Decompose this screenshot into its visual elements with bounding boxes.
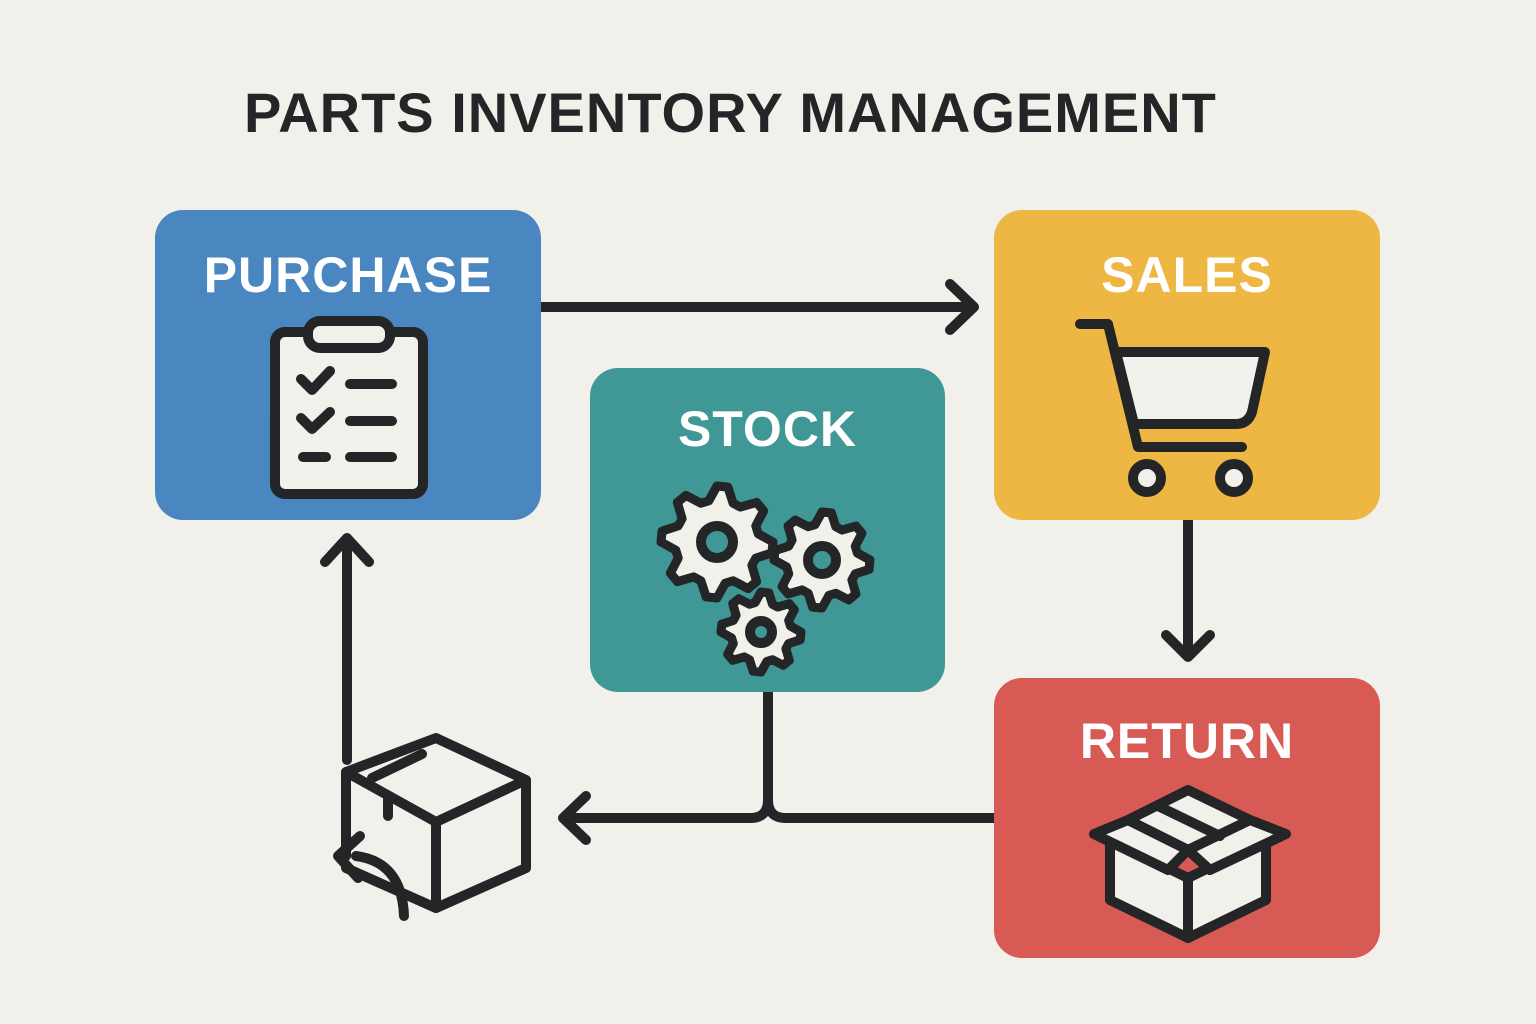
- node-stock[interactable]: STOCK: [590, 368, 945, 692]
- node-sales-label: SALES: [1101, 247, 1273, 303]
- arrow-purchase-to-sales: [536, 279, 979, 335]
- box-return-icon: [333, 733, 531, 921]
- arrow-return-stock-to-box: [558, 687, 999, 845]
- gear-medium: [769, 507, 875, 613]
- gear-small: [716, 587, 806, 677]
- diagram-title: PARTS INVENTORY MANAGEMENT: [244, 81, 1217, 144]
- clipboard-checklist-icon: [270, 316, 428, 499]
- arrow-sales-to-return: [1161, 515, 1215, 662]
- gear-large: [656, 481, 778, 603]
- open-box-icon: [1089, 785, 1291, 943]
- node-return-label: RETURN: [1079, 713, 1295, 769]
- node-stock-label: STOCK: [677, 401, 858, 457]
- arrow-box-to-purchase: [320, 533, 374, 765]
- shopping-cart-icon: [1075, 319, 1270, 497]
- node-purchase-label: PURCHASE: [203, 247, 493, 303]
- gears-icon: [656, 481, 875, 677]
